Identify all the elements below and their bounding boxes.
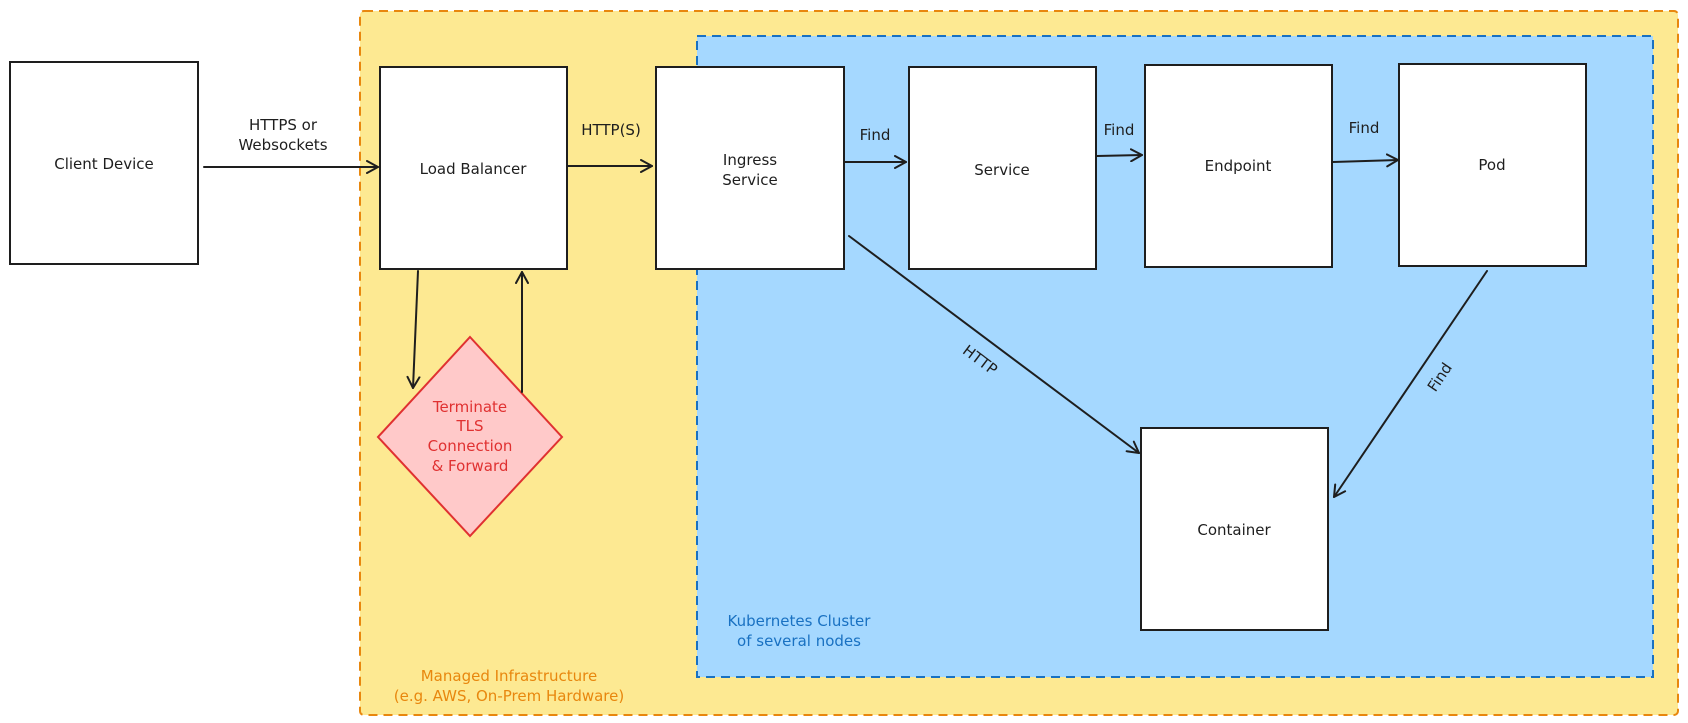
edge-label-lb-to-ingress: HTTP(S) <box>581 121 641 139</box>
tls-label-line2: TLS <box>455 417 483 435</box>
endpoint-box[interactable] <box>1144 64 1333 268</box>
pod-box[interactable] <box>1398 63 1587 267</box>
ingress-service-label-line2: Service <box>722 171 777 189</box>
terminate-tls-diamond[interactable] <box>376 335 564 538</box>
edge-service-to-endpoint <box>1096 148 1143 163</box>
edge-ingress-to-container <box>848 235 1140 454</box>
edge-label-service-to-endpoint: Find <box>1104 121 1135 139</box>
client-device-box[interactable] <box>9 61 199 265</box>
managed-label-line1: Managed Infrastructure <box>421 667 598 685</box>
endpoint-label: Endpoint <box>1205 157 1272 175</box>
cluster-label-line2: of several nodes <box>737 632 861 650</box>
tls-label-line3: Connection <box>428 437 513 455</box>
managed-label-line2: (e.g. AWS, On-Prem Hardware) <box>394 687 624 705</box>
container-box[interactable] <box>1140 427 1329 631</box>
ingress-service-box[interactable] <box>655 66 845 270</box>
service-label: Service <box>974 161 1029 179</box>
tls-label-line1: Terminate <box>432 398 507 416</box>
load-balancer-label: Load Balancer <box>420 160 528 178</box>
load-balancer-box[interactable] <box>379 66 568 270</box>
edge-pod-to-container <box>1333 270 1488 498</box>
edge-lb-to-tls <box>406 270 421 389</box>
edge-endpoint-to-pod <box>1332 153 1399 168</box>
edge-label-ingress-to-service: Find <box>860 126 891 144</box>
edge-label-client-to-lb-line2: Websockets <box>238 136 327 154</box>
pod-label: Pod <box>1478 156 1505 174</box>
cluster-label-line1: Kubernetes Cluster <box>728 612 872 630</box>
client-device-label: Client Device <box>54 155 154 173</box>
ingress-service-label-line1: Ingress <box>723 151 777 169</box>
container-label: Container <box>1197 521 1271 539</box>
edge-label-client-to-lb-line1: HTTPS or <box>249 116 318 134</box>
service-box[interactable] <box>908 66 1097 270</box>
tls-label-line4: & Forward <box>432 457 509 475</box>
edge-label-endpoint-to-pod: Find <box>1349 119 1380 137</box>
